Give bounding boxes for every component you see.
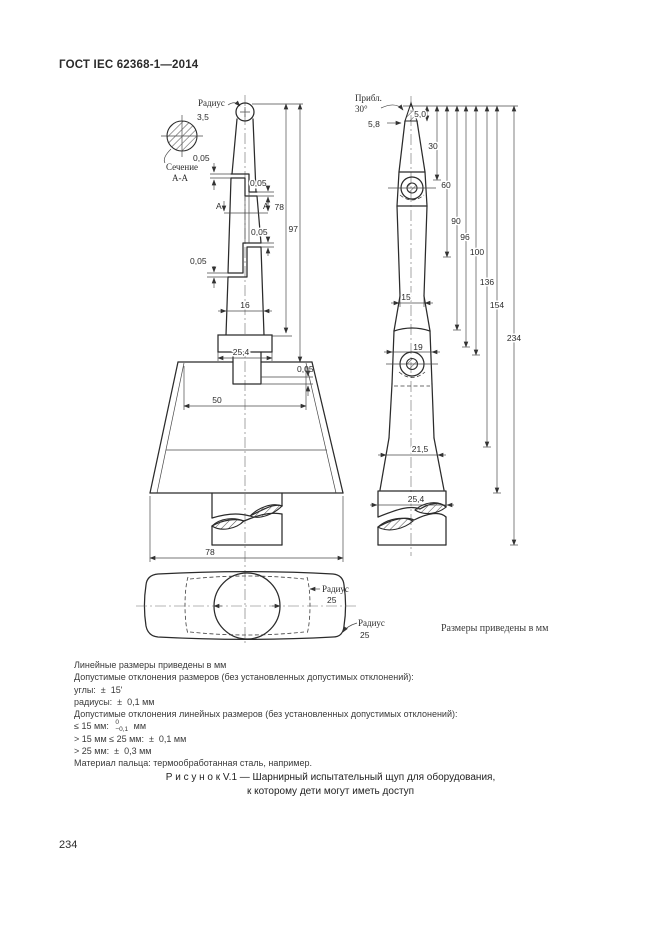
note-line: радиусы: ± 0,1 мм (74, 696, 155, 707)
dim-5-0: 5,0 (414, 109, 426, 119)
dim-16: 16 (240, 300, 250, 310)
tol-label-5: 0,05 (297, 364, 314, 374)
marker-a-left: A (216, 201, 222, 211)
dim-19: 19 (413, 342, 423, 352)
page-number: 234 (59, 839, 78, 851)
tol-label-3: 0,05 (251, 227, 268, 237)
chain-60: 60 (441, 180, 451, 190)
caption-line-2: к которому дети могут иметь доступ (246, 785, 415, 797)
dim-5-8: 5,8 (368, 119, 380, 129)
dim-15: 15 (401, 292, 411, 302)
left-view-front: Сечение А-А Радиус 3,5 A (136, 95, 385, 646)
note-line: углы: ± 15' (74, 684, 123, 695)
chain-30: 30 (428, 141, 438, 151)
radius-tip-value: 3,5 (197, 112, 209, 122)
tol-suffix: мм (131, 721, 147, 732)
chain-90: 90 (451, 216, 461, 226)
chain-136: 136 (480, 277, 494, 287)
tol-upper: 0 (115, 719, 119, 727)
note-line: > 15 мм ≤ 25 мм: ± 0,1 мм (74, 733, 187, 744)
tol-label-4: 0,05 (190, 256, 207, 266)
chain-100: 100 (470, 247, 484, 257)
note-line: Линейные размеры приведены в мм (74, 660, 227, 670)
note-line: Допустимые отклонения линейных размеров … (74, 709, 458, 720)
figure-caption: Р и с у н о к V.1 — Шарнирный испытатель… (0, 771, 661, 798)
caption-line-1: Р и с у н о к V.1 — Шарнирный испытатель… (165, 772, 496, 783)
note-line: > 25 мм: ± 0,3 мм (74, 746, 152, 757)
note-line: Материал пальца: термообработанная сталь… (74, 758, 312, 769)
page-header: ГОСТ IEC 62368-1—2014 (59, 59, 199, 71)
radius-tip-label: Радиус (198, 98, 225, 108)
radius25-label-1: Радиус (322, 584, 349, 594)
dim-78-width: 78 (205, 547, 215, 557)
note-line: Допустимые отклонения размеров (без уста… (74, 672, 414, 683)
approx-label: Прибл. (355, 93, 382, 103)
dim-50: 50 (212, 395, 222, 405)
chain-234: 234 (507, 333, 521, 343)
dim-78: 78 (275, 202, 285, 212)
tol-stack: 0 −0,1 (115, 720, 128, 733)
dim-25-4-side: 25,4 (408, 494, 425, 504)
approx-value: 30° (355, 104, 368, 114)
dimension-chain: 30 60 90 96 100 136 154 234 (427, 105, 523, 546)
radius25-label-2: Радиус (358, 618, 385, 628)
tol-label-2: 0,05 (250, 178, 267, 188)
tol-lower: −0,1 (115, 725, 129, 733)
section-value: А-А (172, 173, 188, 183)
tol-label-1: 0,05 (193, 153, 210, 163)
units-note: Размеры приведены в мм (441, 623, 549, 634)
notes-block: Линейные размеры приведены в мм Допустим… (74, 659, 594, 770)
marker-a-right: A (263, 201, 269, 211)
tol-prefix: ≤ 15 мм: (74, 721, 112, 732)
dim-97: 97 (289, 224, 299, 234)
note-line-tolerance: ≤ 15 мм: 0 −0,1 мм (74, 720, 594, 733)
radius25-value-1: 25 (327, 595, 337, 605)
right-view-side: Прибл. 30° 5,8 5,0 30 60 90 96 (355, 93, 523, 556)
dim-21-5: 21,5 (412, 444, 429, 454)
radius25-value-2: 25 (360, 630, 370, 640)
chain-96: 96 (460, 232, 470, 242)
chain-154: 154 (490, 300, 504, 310)
section-label: Сечение (166, 162, 198, 172)
bottom-view: Радиус 25 Радиус 25 (136, 571, 385, 640)
dim-25-4: 25,4 (233, 347, 250, 357)
